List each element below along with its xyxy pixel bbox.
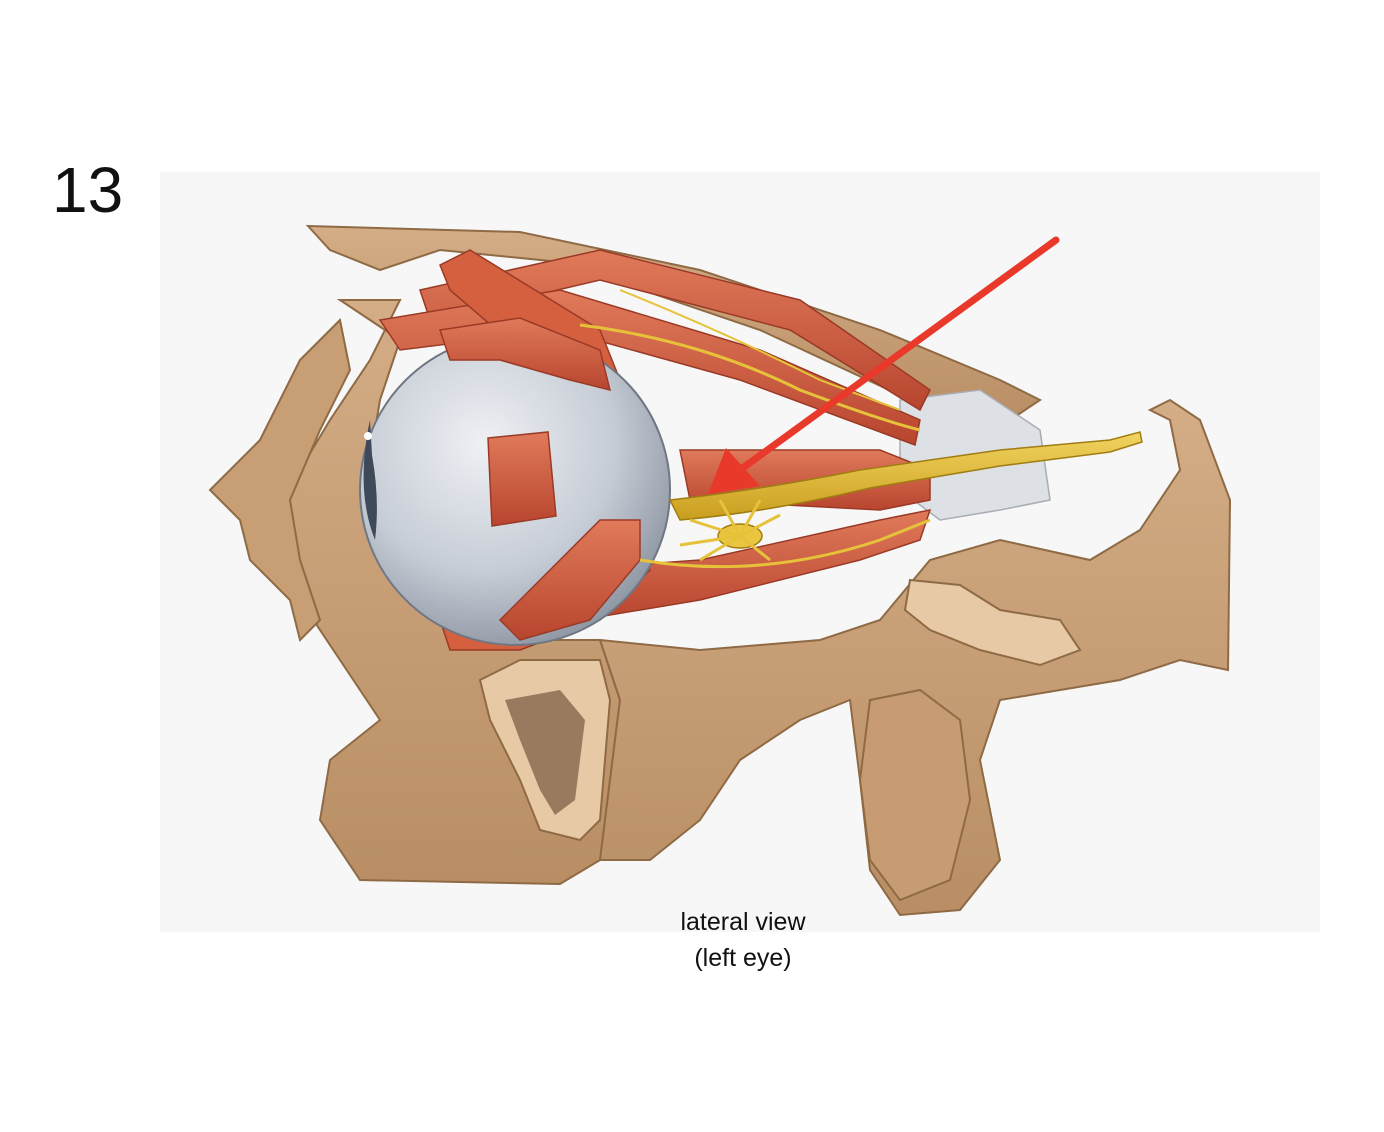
cancellous-bone (505, 690, 585, 815)
cornea-highlight (364, 432, 372, 440)
ciliary-nerve-branches (679, 499, 781, 562)
eyeball (359, 317, 671, 646)
pointer-arrow-shaft (736, 236, 1060, 474)
orbit-floor-bone (598, 398, 1232, 917)
pointer-arrow (708, 236, 1060, 494)
caption-line-side: (left eye) (694, 944, 792, 972)
inferior-oblique-insertion (498, 519, 641, 641)
caption-line-view: lateral view (680, 908, 806, 936)
cornea (363, 420, 377, 540)
nasal-profile-bone (208, 317, 352, 642)
lateral-rectus-insertion (487, 431, 557, 527)
temporal-process (858, 688, 972, 902)
sphenoid-section (903, 578, 1082, 667)
slide-number: 13 (52, 154, 124, 226)
lacrimal-nerve (619, 289, 901, 411)
nerves (579, 289, 1143, 569)
figure-caption: lateral view (left eye) (600, 904, 886, 976)
pointer-arrow-head (708, 448, 760, 494)
superior-rectus-insertion (439, 317, 612, 392)
lower-nerve-branch (639, 518, 931, 569)
frontal-nerve (579, 323, 921, 432)
optic-nerve (668, 431, 1143, 521)
